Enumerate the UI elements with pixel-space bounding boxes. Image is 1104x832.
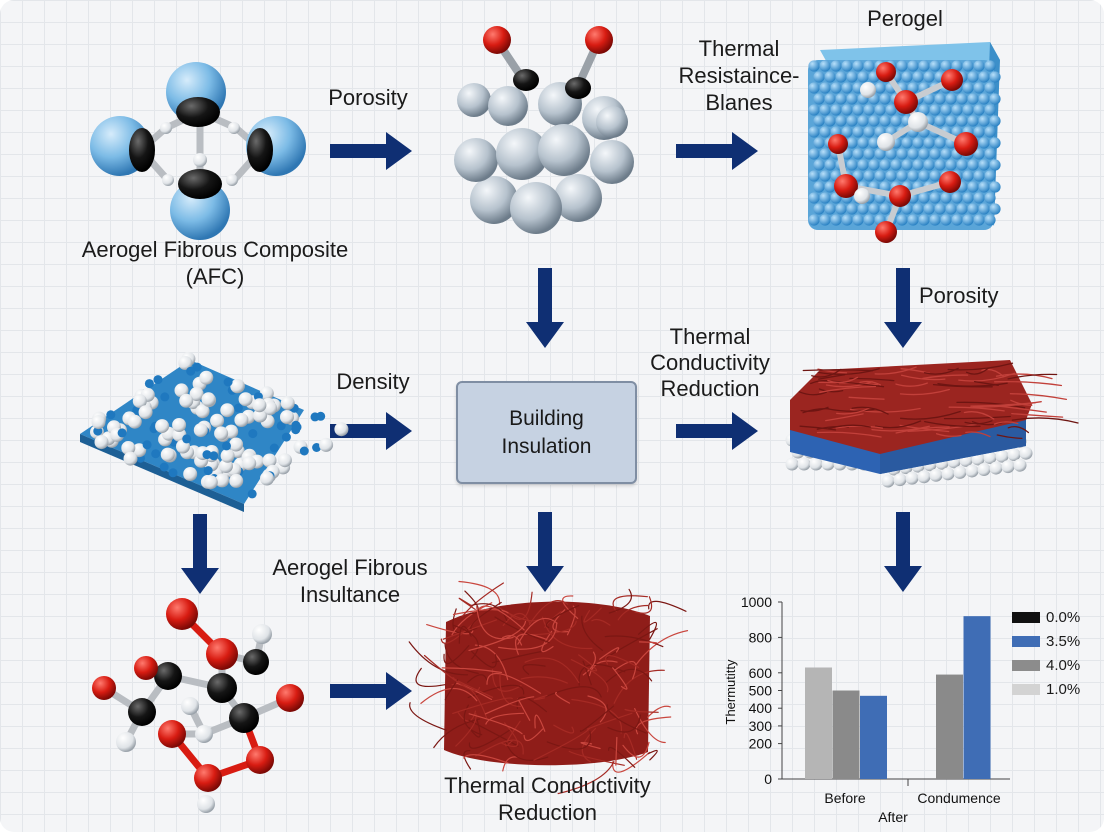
chart-category-label: Before <box>824 790 865 806</box>
arrow-sheet-down <box>181 514 219 594</box>
arrow-box-down <box>526 512 564 592</box>
arrow-porosity-right <box>330 132 412 170</box>
chart-x-axis-title: After <box>878 809 908 825</box>
chart-bar <box>963 616 991 779</box>
y-tick-label: 400 <box>749 700 773 716</box>
porosity-label-right: Porosity <box>919 283 999 308</box>
flow-arrows <box>181 132 922 710</box>
thermal-resistance-label: Thermal Resistaince- Blanes <box>678 36 800 115</box>
legend-label: 3.5% <box>1046 632 1081 650</box>
chart-y-axis-title: Thermutitty <box>723 659 738 725</box>
arrow-insulation-right <box>676 412 758 450</box>
aerogel-insultance-label: Aerogel Fibrous Insultance <box>272 555 428 607</box>
arrow-cluster-down <box>526 268 564 348</box>
chart-bar <box>936 674 963 779</box>
y-tick-label: 0 <box>764 771 772 787</box>
afc-label: Aerogel Fibrous Composite (AFC) <box>81 237 349 289</box>
perogel-label: Perogel <box>867 6 943 31</box>
arrow-resistance-right <box>676 132 758 170</box>
chart-legend: 0.0% 3.5% 4.0% 1.0% <box>1012 605 1080 701</box>
legend-label: 0.0% <box>1046 608 1081 626</box>
y-tick-label: 600 <box>749 665 773 681</box>
fiber-blanket-icon <box>785 360 1079 488</box>
fiber-bundle-icon <box>408 580 689 795</box>
chart-category-label: Condumence <box>917 790 1000 806</box>
y-tick-label: 1000 <box>741 594 772 610</box>
molecule-icon <box>90 62 306 240</box>
legend-item: 1.0% <box>1012 677 1080 701</box>
legend-swatch <box>1012 635 1040 647</box>
arrow-perogel-down <box>884 268 922 348</box>
y-tick-label: 500 <box>749 683 773 699</box>
legend-item: 3.5% <box>1012 629 1080 653</box>
legend-swatch <box>1012 611 1040 623</box>
branched-molecule-icon <box>92 598 304 813</box>
thermal-conductivity-label-bottom: Thermal Conductivity Reduction <box>444 773 651 825</box>
porosity-label-top: Porosity <box>328 85 408 110</box>
chart-bar <box>832 690 860 779</box>
thermal-conductivity-label-mid: Thermal Conductivity Reduction <box>650 324 770 401</box>
legend-swatch <box>1012 659 1040 671</box>
porous-cube-icon <box>808 42 1001 243</box>
y-tick-label: 200 <box>749 736 773 752</box>
chart-bar <box>860 695 887 779</box>
density-label: Density <box>336 369 410 394</box>
y-tick-label: 800 <box>749 629 773 645</box>
legend-item: 4.0% <box>1012 653 1080 677</box>
y-tick-label: 300 <box>749 718 773 734</box>
legend-label: 1.0% <box>1046 680 1081 698</box>
arrow-blanket-down <box>884 512 922 592</box>
particle-sheet-icon <box>80 351 349 512</box>
legend-swatch <box>1012 683 1040 695</box>
chart-bar <box>805 667 832 779</box>
building-insulation-box: Building Insulation <box>456 381 637 484</box>
arrow-density-right <box>330 412 412 450</box>
legend-label: 4.0% <box>1046 656 1081 674</box>
legend-item: 0.0% <box>1012 605 1080 629</box>
sphere-cluster-icon <box>454 26 634 234</box>
arrow-molecule-right <box>330 672 412 710</box>
